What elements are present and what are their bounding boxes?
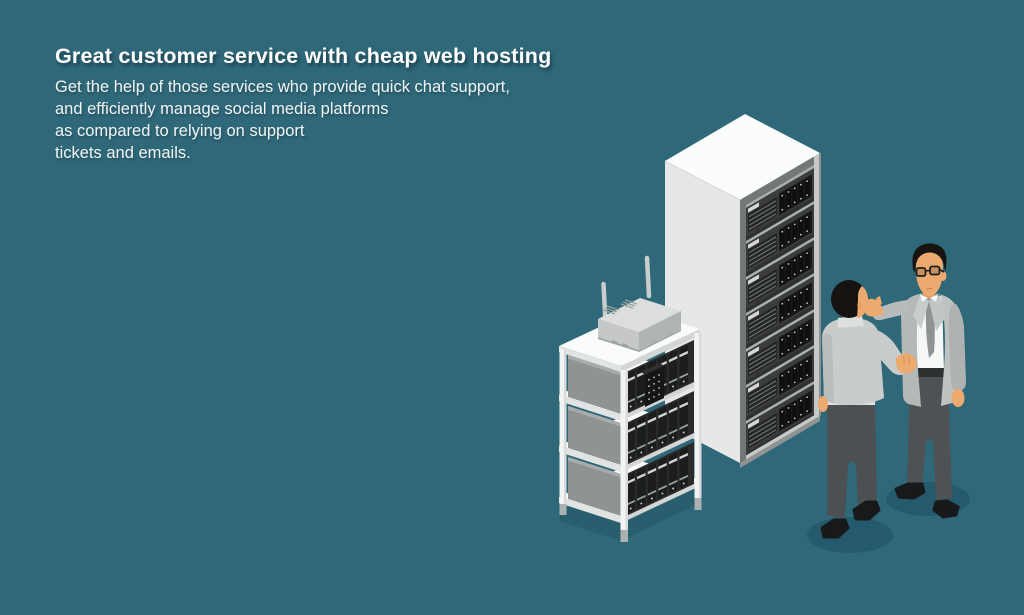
shelf-posts xyxy=(559,333,702,542)
customer-left-hand xyxy=(818,396,828,412)
support-agent xyxy=(862,243,966,519)
agent-lapel-right xyxy=(929,295,946,331)
customer-gesturing-forearm xyxy=(878,350,917,375)
agent-lapel-left xyxy=(913,295,929,329)
customer-pants xyxy=(827,404,877,518)
customer-shoe-right xyxy=(852,500,881,521)
router-antenna-right xyxy=(644,255,652,299)
hero-text-block: Great customer service with cheap web ho… xyxy=(55,44,551,164)
agent-shoe-left xyxy=(894,482,926,500)
customer-sweater xyxy=(822,317,884,405)
agent-gesturing-hand xyxy=(862,298,884,317)
hero-description-line-4: tickets and emails. xyxy=(55,144,191,162)
customer xyxy=(818,280,906,539)
wifi-router xyxy=(598,255,681,352)
rack-top-face xyxy=(665,114,820,200)
agent-extended-arm xyxy=(872,300,910,321)
agent-jacket-left xyxy=(901,293,929,407)
agent-glasses xyxy=(915,265,945,277)
agent-hair xyxy=(912,243,947,272)
agent-hanging-arm xyxy=(948,303,966,391)
agent-belt xyxy=(909,368,949,377)
customer-open-hand xyxy=(895,353,917,374)
customer-ear xyxy=(857,300,865,310)
agent-shoe-right xyxy=(932,499,960,519)
customer-floor-shadow xyxy=(807,517,893,553)
customer-shoe-left xyxy=(820,518,850,539)
hero-description-line-2: and efficiently manage social media plat… xyxy=(55,100,389,118)
external-drive-box xyxy=(641,363,664,407)
page-title: Great customer service with cheap web ho… xyxy=(55,44,552,68)
customer-collar xyxy=(838,316,864,328)
hero-description-line-3: as compared to relying on support xyxy=(55,122,305,140)
shelf-server-rack xyxy=(559,255,702,542)
hero-description-line-1: Get the help of those services who provi… xyxy=(55,78,510,96)
agent-ear xyxy=(939,271,947,281)
agent-hanging-hand xyxy=(951,389,965,407)
